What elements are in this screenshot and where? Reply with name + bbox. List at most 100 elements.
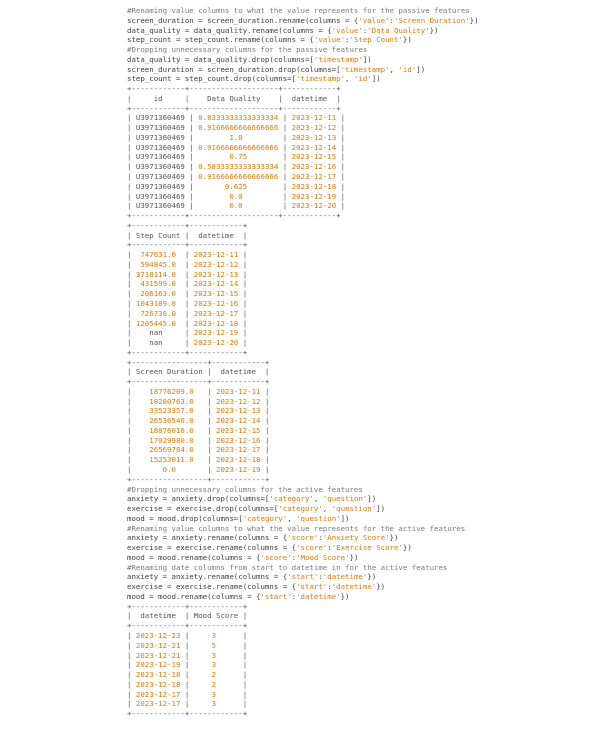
text-segment: ,: [287, 513, 297, 523]
text-segment: ,: [322, 504, 332, 514]
text-segment: +-----------------+------------+: [127, 377, 270, 387]
text-segment: |: [278, 162, 292, 172]
text-segment: 18280763.0: [149, 396, 194, 406]
output-line: | 33523357.0 | 2023-12-13 |: [127, 406, 479, 416]
text-segment: | U3971360469 |: [127, 181, 199, 191]
text-segment: ,: [345, 74, 354, 84]
text-segment: |: [216, 650, 248, 660]
text-segment: 0.0: [162, 464, 176, 474]
text-segment: 2023-12-21: [135, 640, 181, 650]
text-segment: |: [278, 152, 292, 162]
output-line: | 26536546.0 | 2023-12-14 |: [127, 416, 479, 426]
text-segment: #Renaming value columns to what the valu…: [127, 523, 466, 533]
output-line: | 17029980.0 | 2023-12-16 |: [127, 436, 479, 446]
text-segment: +------------+------------+: [127, 220, 248, 230]
text-segment: 2023-12-23: [135, 631, 181, 640]
text-segment: |: [278, 172, 292, 182]
text-segment: +-----------------+------------+: [127, 357, 270, 367]
text-segment: 206163.0: [140, 289, 176, 299]
text-segment: ]): [416, 64, 426, 74]
text-segment: }): [402, 543, 412, 553]
output-line: | U3971360469 | 0.9166666666666666 | 202…: [127, 143, 479, 153]
text-segment: | Step Count | datetime |: [127, 230, 248, 240]
text-segment: 'question': [322, 494, 368, 504]
text-segment: 33523357.0: [149, 406, 194, 416]
text-segment: |: [336, 142, 346, 152]
text-segment: step_count = step_count.drop(columns=[: [127, 74, 297, 84]
text-segment: |: [238, 250, 248, 260]
text-segment: |: [278, 123, 292, 133]
output-line: | id | Data Quality | datetime |: [127, 94, 479, 104]
text-segment: 2023-12-14: [291, 142, 337, 152]
text-segment: 747631.0: [140, 250, 176, 260]
text-segment: |: [127, 455, 150, 465]
text-segment: 2023-12-18: [216, 455, 261, 465]
output-line: mood = mood.rename(columns = {'score':'M…: [127, 553, 479, 563]
text-segment: 'timestamp': [313, 54, 363, 64]
text-segment: |: [278, 201, 292, 211]
text-segment: ,: [389, 64, 399, 74]
text-segment: :: [291, 552, 297, 562]
text-segment: |: [260, 435, 270, 445]
output-line: step_count = step_count.drop(columns=['t…: [127, 74, 479, 84]
output-line: step_count = step_count.rename(columns =…: [127, 35, 479, 45]
text-segment: 17029980.0: [149, 435, 194, 445]
text-segment: ]): [367, 494, 377, 504]
output-line: data_quality = data_quality.drop(columns…: [127, 55, 479, 65]
text-segment: |: [175, 298, 194, 308]
text-segment: | datetime | Mood Score |: [127, 611, 248, 621]
output-line: | 594845.0 | 2023-12-12 |: [127, 260, 479, 270]
output-line: +------------+--------------------+-----…: [127, 84, 479, 94]
text-segment: 3: [211, 689, 217, 699]
output-line: mood = mood.drop(columns=['category', 'q…: [127, 514, 479, 524]
text-segment: 26569784.0: [149, 445, 194, 455]
text-segment: exercise = exercise.rename(columns = {: [127, 543, 297, 553]
text-segment: |: [336, 113, 346, 123]
text-segment: +------------+--------------------+-----…: [127, 211, 341, 221]
text-segment: |: [127, 699, 136, 709]
text-segment: :: [327, 543, 332, 553]
text-segment: |: [127, 679, 136, 689]
text-segment: |: [180, 689, 212, 699]
output-line: | 1043189.0 | 2023-12-16 |: [127, 299, 479, 309]
text-segment: 2023-12-11: [193, 250, 239, 260]
text-segment: 1205445.0: [135, 318, 176, 328]
text-segment: 2023-12-21: [135, 650, 181, 660]
text-segment: |: [216, 631, 248, 640]
output-line: | 206163.0 | 2023-12-15 |: [127, 289, 479, 299]
text-segment: :: [291, 591, 297, 601]
text-segment: +-----------------+------------+: [127, 474, 270, 484]
text-segment: |: [336, 181, 346, 191]
text-segment: |: [278, 181, 292, 191]
text-segment: anxiety = anxiety.rename(columns = {: [127, 533, 288, 543]
output-line: #Dropping unnecessary columns for the pa…: [127, 45, 479, 55]
text-segment: 0.5833333333333334: [198, 162, 279, 172]
text-segment: mood = mood.rename(columns = {: [127, 552, 261, 562]
text-segment: |: [238, 279, 248, 289]
text-segment: 'Exercise Score': [331, 543, 403, 553]
text-segment: }): [349, 552, 359, 562]
text-segment: |: [127, 259, 141, 269]
text-segment: +------------+------------+: [127, 601, 248, 611]
output-line: | Screen Duration | datetime |: [127, 367, 479, 377]
output-line: | 2023-12-18 | 2 |: [127, 680, 479, 690]
text-segment: |: [216, 640, 248, 650]
text-segment: 'category': [269, 494, 314, 504]
text-segment: }): [389, 533, 399, 543]
text-segment: ]): [371, 74, 381, 84]
text-segment: }): [429, 25, 439, 35]
text-segment: 0.0: [198, 191, 279, 201]
text-segment: 'question': [296, 513, 341, 523]
output-line: | 2023-12-17 | 3 |: [127, 699, 479, 709]
output-line: | 747631.0 | 2023-12-11 |: [127, 250, 479, 260]
text-segment: 594845.0: [140, 259, 176, 269]
output-line: +------------+--------------------+-----…: [127, 104, 479, 114]
text-segment: |: [175, 289, 194, 299]
output-line: +------------+------------+: [127, 221, 479, 231]
text-segment: }): [376, 582, 386, 592]
output-line: | 2023-12-21 | 3 |: [127, 651, 479, 661]
output-line: | U3971360469 | 0.8333333333333334 | 202…: [127, 113, 479, 123]
text-segment: |: [175, 308, 194, 318]
text-segment: |: [238, 308, 248, 318]
text-segment: | U3971360469 |: [127, 191, 199, 201]
